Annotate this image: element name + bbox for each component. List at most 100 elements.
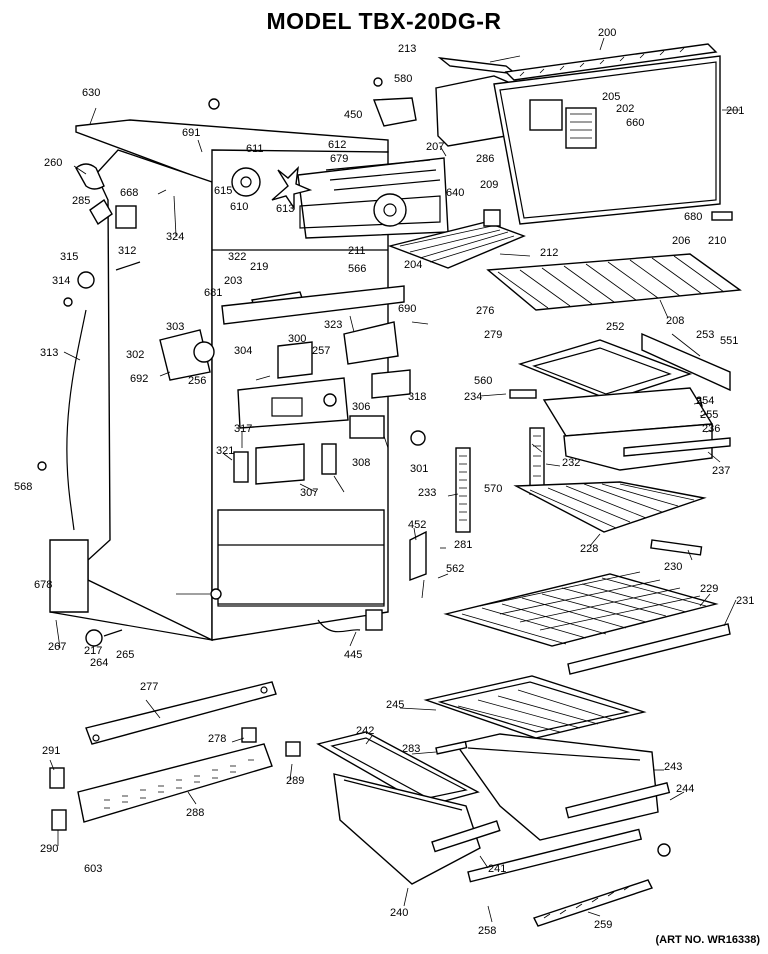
part-number-307: 307 xyxy=(300,487,318,499)
part-number-279: 279 xyxy=(484,329,502,341)
part-number-229: 229 xyxy=(700,583,718,595)
part-number-255: 255 xyxy=(700,409,718,421)
part-number-304: 304 xyxy=(234,345,252,357)
part-number-257: 257 xyxy=(312,345,330,357)
part-number-208: 208 xyxy=(666,315,684,327)
part-number-242: 242 xyxy=(356,725,374,737)
part-number-217: 217 xyxy=(84,645,102,657)
part-number-562: 562 xyxy=(446,563,464,575)
part-number-265: 265 xyxy=(116,649,134,661)
part-number-321: 321 xyxy=(216,445,234,457)
part-number-612: 612 xyxy=(328,139,346,151)
part-number-660: 660 xyxy=(626,117,644,129)
part-number-286: 286 xyxy=(476,153,494,165)
part-number-308: 308 xyxy=(352,457,370,469)
part-number-236: 236 xyxy=(702,423,720,435)
part-number-681: 681 xyxy=(204,287,222,299)
part-number-244: 244 xyxy=(676,783,694,795)
part-number-237: 237 xyxy=(712,465,730,477)
part-number-450: 450 xyxy=(344,109,362,121)
diagram-title: MODEL TBX-20DG-R xyxy=(266,8,502,34)
part-number-202: 202 xyxy=(616,103,634,115)
part-number-200: 200 xyxy=(598,27,616,39)
part-number-201: 201 xyxy=(726,105,744,117)
freezer-components xyxy=(159,57,526,582)
part-number-283: 283 xyxy=(402,743,420,755)
part-number-285: 285 xyxy=(72,195,90,207)
part-number-566: 566 xyxy=(348,263,366,275)
part-number-230: 230 xyxy=(664,561,682,573)
part-number-264: 264 xyxy=(90,657,108,669)
part-number-315: 315 xyxy=(60,251,78,263)
part-number-323: 323 xyxy=(324,319,342,331)
art-number: (ART NO. WR16338) xyxy=(655,934,760,946)
part-number-256: 256 xyxy=(188,375,206,387)
part-number-452: 452 xyxy=(408,519,426,531)
part-number-318: 318 xyxy=(408,391,426,403)
part-number-259: 259 xyxy=(594,919,612,931)
part-number-445: 445 xyxy=(344,649,362,661)
part-number-680: 680 xyxy=(684,211,702,223)
part-number-613: 613 xyxy=(276,203,294,215)
part-number-243: 243 xyxy=(664,761,682,773)
part-number-207: 207 xyxy=(426,141,444,153)
part-number-603: 603 xyxy=(84,863,102,875)
part-number-277: 277 xyxy=(140,681,158,693)
part-number-204: 204 xyxy=(404,259,422,271)
part-number-551: 551 xyxy=(720,335,738,347)
part-number-245: 245 xyxy=(386,699,404,711)
part-number-313: 313 xyxy=(40,347,58,359)
part-number-290: 290 xyxy=(40,843,58,855)
part-number-690: 690 xyxy=(398,303,416,315)
part-number-206: 206 xyxy=(672,235,690,247)
part-number-560: 560 xyxy=(474,375,492,387)
part-number-322: 322 xyxy=(228,251,246,263)
part-number-640: 640 xyxy=(446,187,464,199)
part-number-254: 254 xyxy=(696,395,714,407)
part-number-611: 611 xyxy=(246,143,264,155)
part-number-692: 692 xyxy=(130,373,148,385)
small-parts xyxy=(37,77,383,600)
part-number-276: 276 xyxy=(476,305,494,317)
part-number-231: 231 xyxy=(736,595,754,607)
part-number-303: 303 xyxy=(166,321,184,333)
part-number-209: 209 xyxy=(480,179,498,191)
part-number-278: 278 xyxy=(208,733,226,745)
part-number-219: 219 xyxy=(250,261,268,273)
part-number-678: 678 xyxy=(34,579,52,591)
leader-lines xyxy=(49,37,740,923)
part-number-203: 203 xyxy=(224,275,242,287)
lower-parts xyxy=(49,609,383,831)
part-number-615: 615 xyxy=(214,185,232,197)
part-number-306: 306 xyxy=(352,401,370,413)
part-number-317: 317 xyxy=(234,423,252,435)
part-number-580: 580 xyxy=(394,73,412,85)
part-number-281: 281 xyxy=(454,539,472,551)
part-number-228: 228 xyxy=(580,543,598,555)
part-number-240: 240 xyxy=(390,907,408,919)
part-number-213: 213 xyxy=(398,43,416,55)
part-number-258: 258 xyxy=(478,925,496,937)
part-number-610: 610 xyxy=(230,201,248,213)
part-number-630: 630 xyxy=(82,87,100,99)
part-number-691: 691 xyxy=(182,127,200,139)
part-number-289: 289 xyxy=(286,775,304,787)
part-number-267: 267 xyxy=(48,641,66,653)
part-number-568: 568 xyxy=(14,481,32,493)
part-number-288: 288 xyxy=(186,807,204,819)
part-number-324: 324 xyxy=(166,231,184,243)
part-number-291: 291 xyxy=(42,745,60,757)
part-number-312: 312 xyxy=(118,245,136,257)
part-number-253: 253 xyxy=(696,329,714,341)
part-number-314: 314 xyxy=(52,275,70,287)
part-number-233: 233 xyxy=(418,487,436,499)
part-number-211: 211 xyxy=(348,245,366,257)
part-number-301: 301 xyxy=(410,463,428,475)
part-number-241: 241 xyxy=(488,863,506,875)
part-number-260: 260 xyxy=(44,157,62,169)
part-number-679: 679 xyxy=(330,153,348,165)
part-number-668: 668 xyxy=(120,187,138,199)
